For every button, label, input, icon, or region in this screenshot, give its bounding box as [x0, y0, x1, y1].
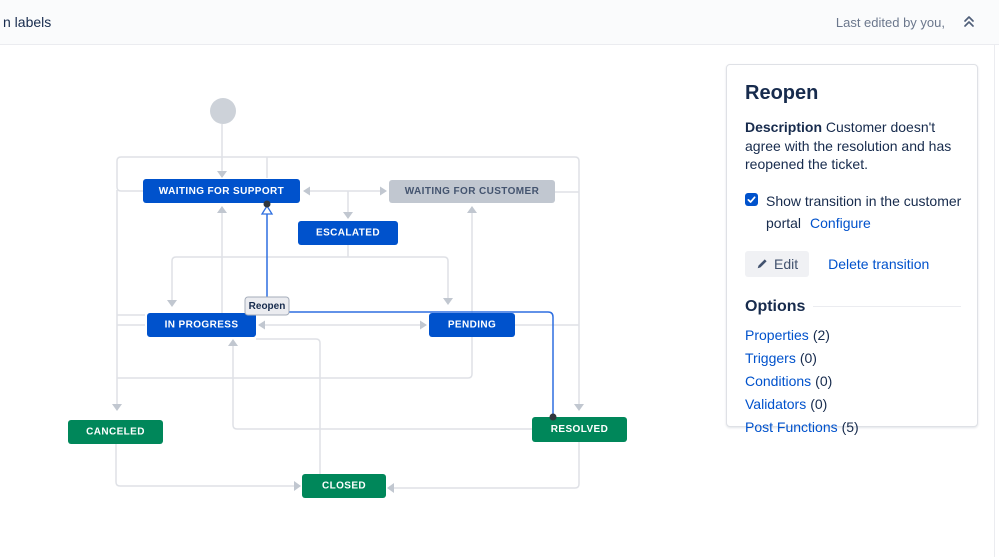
- node-resolved[interactable]: RESOLVED: [532, 417, 627, 442]
- node-waiting-for-support[interactable]: WAITING FOR SUPPORT: [143, 179, 300, 203]
- arrowhead: [294, 481, 301, 491]
- validators-count: (0): [810, 395, 828, 412]
- list-item-post-functions: Post Functions(5): [745, 416, 961, 439]
- delete-transition-link[interactable]: Delete transition: [828, 255, 930, 272]
- edit-button[interactable]: Edit: [745, 250, 810, 277]
- list-item-conditions: Conditions(0): [745, 370, 961, 393]
- configure-link[interactable]: Configure: [810, 214, 871, 231]
- edge-resolved-to-closed[interactable]: [394, 442, 580, 489]
- reopen-arrowhead: [260, 204, 274, 215]
- node-pending[interactable]: PENDING: [429, 313, 515, 337]
- reopen-transition-line[interactable]: [266, 214, 554, 415]
- workflow-nodes: WAITING FOR SUPPORT WAITING FOR CUSTOMER…: [68, 98, 627, 498]
- arrowhead: [380, 186, 387, 196]
- svg-text:Reopen: Reopen: [249, 301, 286, 312]
- reopen-endpoint-dot-top[interactable]: [263, 200, 271, 208]
- panel-actions: Edit Delete transition: [745, 250, 961, 277]
- chevrons-up-icon: [964, 16, 974, 27]
- edge-escalated-split[interactable]: [171, 245, 449, 300]
- options-header: Options: [745, 298, 961, 316]
- top-toolbar: n labels Last edited by you,: [0, 0, 999, 45]
- reopen-transition-label[interactable]: Reopen: [244, 296, 290, 316]
- arrowhead: [303, 186, 310, 196]
- start-node[interactable]: [210, 98, 236, 124]
- options-heading: Options: [745, 297, 806, 315]
- arrowhead: [343, 212, 353, 219]
- reopen-endpoint-dot-bottom[interactable]: [549, 413, 557, 421]
- list-item-validators: Validators(0): [745, 393, 961, 416]
- post-functions-count: (5): [841, 418, 859, 435]
- content-right-border: [994, 45, 995, 557]
- edge-in-progress-to-closed[interactable]: [256, 338, 321, 474]
- edge-resolved-to-in-progress[interactable]: [232, 346, 532, 430]
- show-transition-checkbox[interactable]: [745, 192, 758, 206]
- node-in-progress[interactable]: IN PROGRESS: [147, 313, 256, 337]
- arrowhead: [112, 404, 122, 411]
- node-closed[interactable]: CLOSED: [302, 474, 386, 498]
- arrowhead: [217, 206, 227, 213]
- conditions-count: (0): [815, 372, 833, 389]
- transition-labels-text[interactable]: n labels: [3, 14, 52, 30]
- arrowhead: [387, 483, 394, 493]
- node-escalated[interactable]: ESCALATED: [298, 221, 398, 245]
- properties-link[interactable]: Properties: [745, 326, 809, 343]
- list-item-triggers: Triggers(0): [745, 347, 961, 370]
- transition-detail-panel: Reopen Description Customer doesn't agre…: [726, 64, 978, 434]
- selected-transition-reopen[interactable]: [260, 204, 554, 415]
- validators-link[interactable]: Validators: [745, 395, 807, 412]
- last-edited-text: Last edited by you,: [835, 15, 945, 30]
- arrowhead: [443, 298, 453, 305]
- properties-count: (2): [812, 326, 830, 343]
- node-canceled[interactable]: CANCELED: [68, 420, 163, 444]
- description-label: Description: [745, 119, 823, 135]
- collapse-panel-button[interactable]: [959, 12, 979, 32]
- pencil-icon: [757, 258, 767, 268]
- options-list: Properties(2) Triggers(0) Conditions(0) …: [745, 324, 961, 439]
- arrowhead: [228, 339, 238, 346]
- transition-description: Description Customer doesn't agree with …: [745, 119, 952, 172]
- workflow-edges: [112, 124, 584, 493]
- list-item-properties: Properties(2): [745, 324, 961, 347]
- arrowhead: [574, 404, 584, 411]
- arrowhead: [217, 171, 227, 178]
- edge-waiting-support-top-route[interactable]: [116, 156, 580, 404]
- triggers-count: (0): [799, 349, 817, 366]
- conditions-link[interactable]: Conditions: [745, 372, 812, 389]
- options-divider: [813, 306, 961, 307]
- arrowhead: [420, 320, 427, 330]
- post-functions-link[interactable]: Post Functions: [745, 418, 838, 435]
- panel-title: Reopen: [745, 82, 819, 104]
- arrowhead: [258, 320, 265, 330]
- arrowhead: [467, 206, 477, 213]
- edge-canceled-to-closed[interactable]: [115, 444, 294, 487]
- arrowhead: [167, 300, 177, 307]
- node-waiting-for-customer[interactable]: WAITING FOR CUSTOMER: [389, 180, 555, 203]
- edge-pending-to-canceled[interactable]: [117, 337, 473, 379]
- triggers-link[interactable]: Triggers: [745, 349, 796, 366]
- checkmark-icon: [747, 195, 756, 203]
